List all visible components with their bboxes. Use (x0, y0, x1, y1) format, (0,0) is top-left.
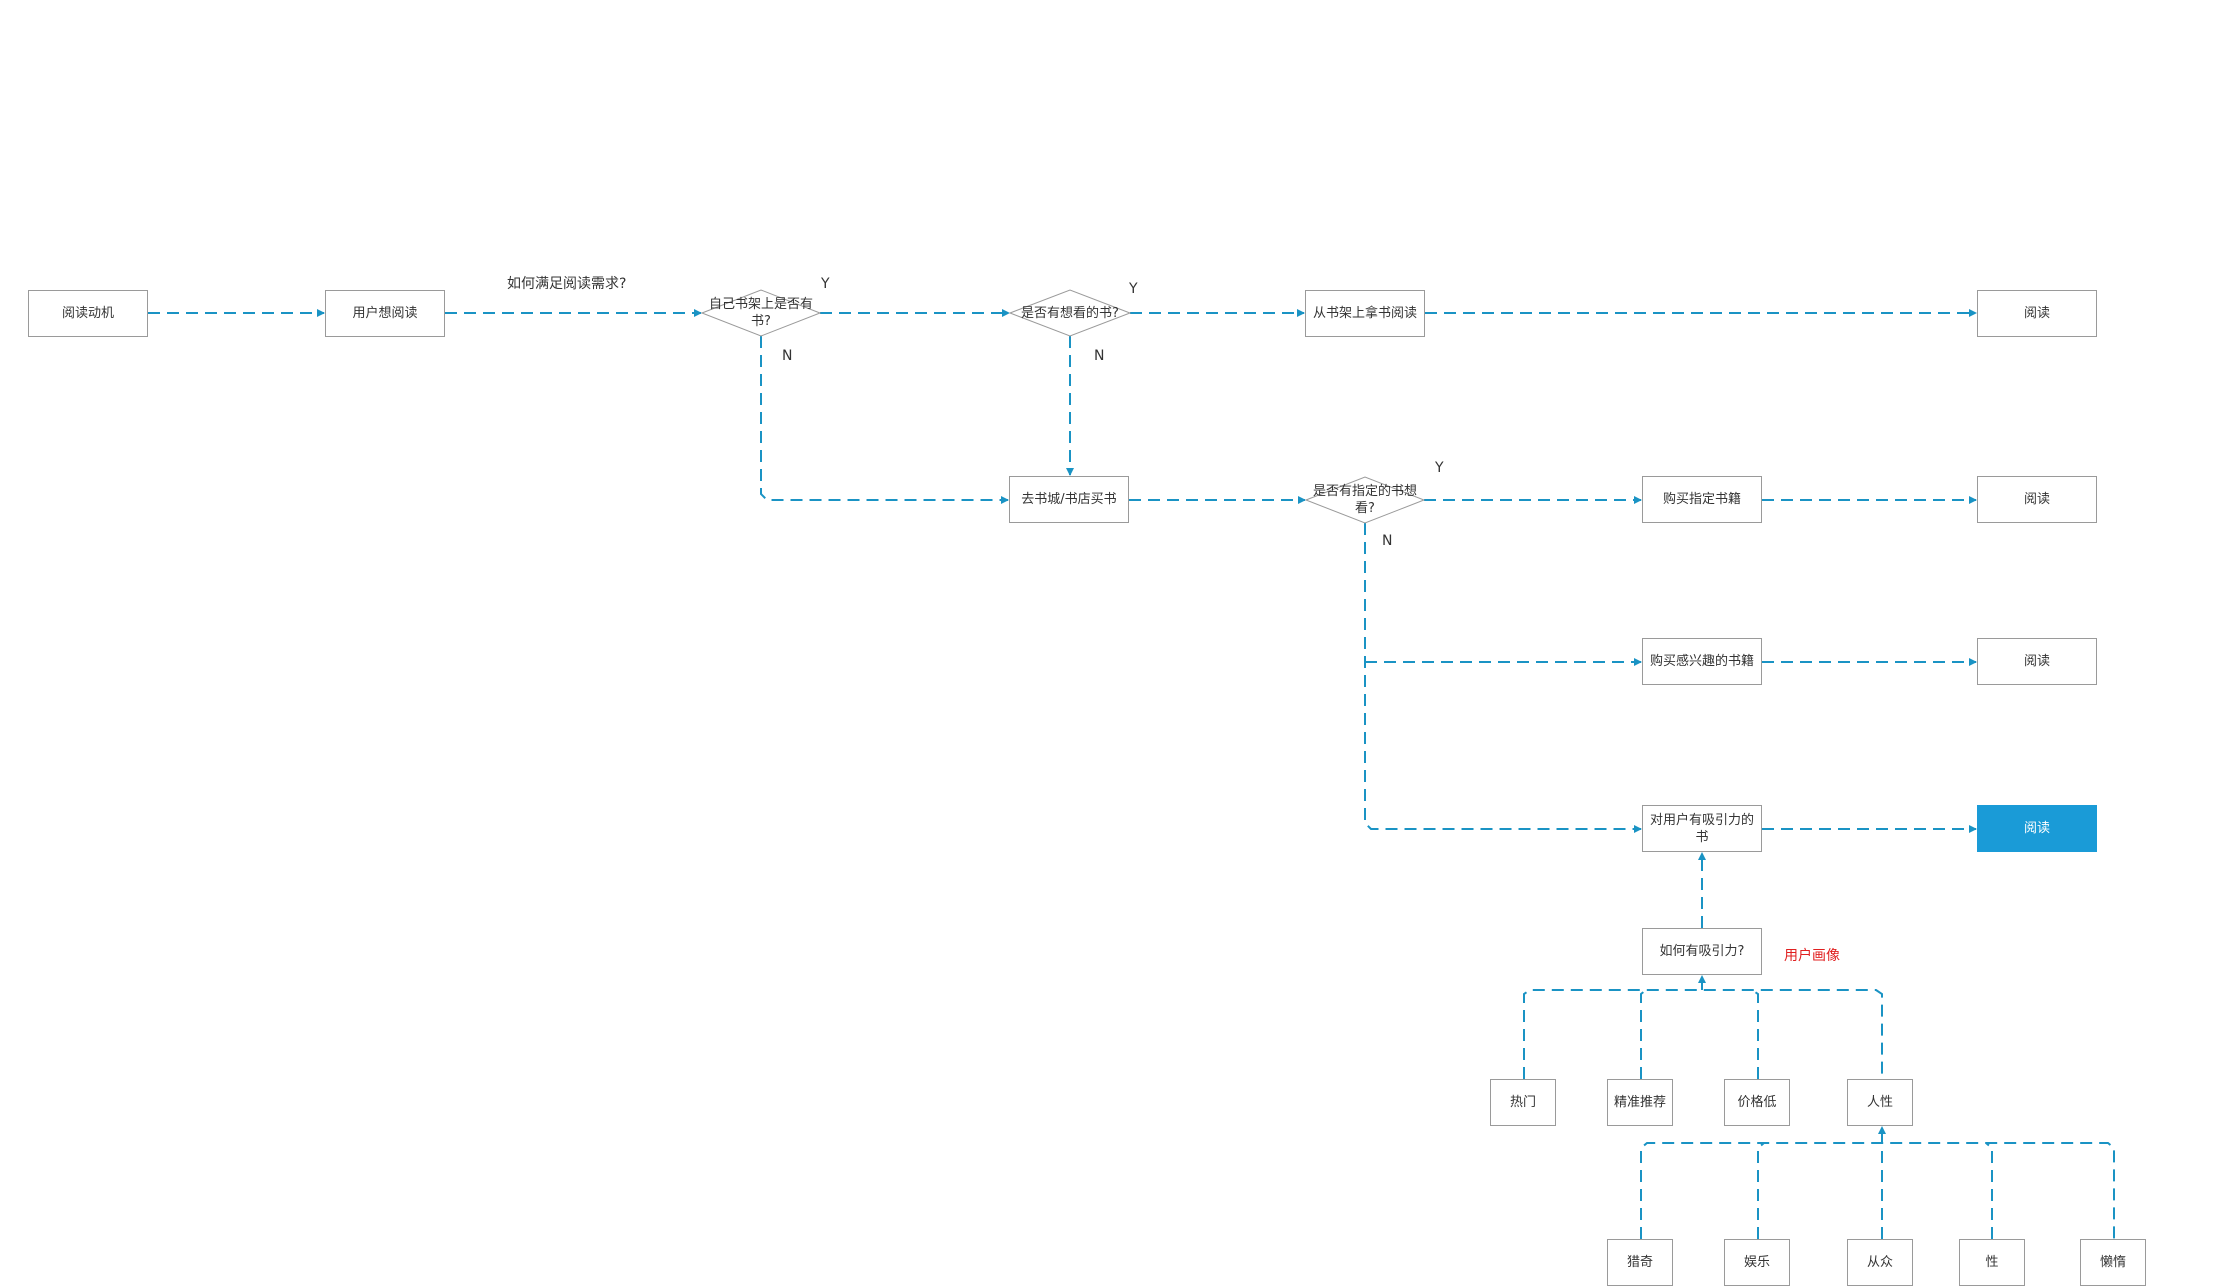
node-attractive-book[interactable]: 对用户有吸引力的书 (1642, 805, 1762, 852)
label-yes-1: Y (821, 276, 830, 292)
decision-want-book[interactable] (1008, 289, 1132, 337)
node-buy-specified[interactable]: 购买指定书籍 (1642, 476, 1762, 523)
decision-want-book-label[interactable]: 是否有想看的书? (1021, 305, 1119, 321)
node-read-2[interactable]: 阅读 (1977, 476, 2097, 523)
decision-specified-book-label[interactable]: 是否有指定的书想看? (1312, 484, 1417, 516)
label-no-2: N (1094, 348, 1105, 364)
edge-nature-sex (1985, 1142, 1993, 1239)
edge-specified-no-trunk (1364, 523, 1642, 833)
label-user-portrait: 用户画像 (1784, 948, 1840, 964)
edge-factor-price (1751, 989, 1759, 1079)
node-curiosity[interactable]: 猎奇 (1607, 1239, 1673, 1286)
label-how-satisfy: 如何满足阅读需求? (507, 276, 627, 292)
decision-own-book-label[interactable]: 自己书架上是否有书? (708, 297, 813, 329)
edge-factor-bus (1523, 989, 1883, 1079)
edge-factor-precise (1640, 989, 1647, 1079)
node-buy-interest[interactable]: 购买感兴趣的书籍 (1642, 638, 1762, 685)
node-human-nature[interactable]: 人性 (1847, 1079, 1913, 1126)
node-precise-rec[interactable]: 精准推荐 (1607, 1079, 1673, 1126)
node-read-4[interactable]: 阅读 (1977, 805, 2097, 852)
node-read-1[interactable]: 阅读 (1977, 290, 2097, 337)
decision-own-book[interactable] (700, 289, 822, 337)
node-motive[interactable]: 阅读动机 (28, 290, 148, 337)
label-yes-2: Y (1129, 281, 1138, 297)
node-from-shelf[interactable]: 从书架上拿书阅读 (1305, 290, 1425, 337)
label-yes-3: Y (1435, 460, 1444, 476)
node-popular[interactable]: 热门 (1490, 1079, 1556, 1126)
edge-nature-entertainment (1757, 1142, 1765, 1239)
node-want-read[interactable]: 用户想阅读 (325, 290, 445, 337)
label-no-1: N (782, 348, 793, 364)
node-entertainment[interactable]: 娱乐 (1724, 1239, 1790, 1286)
node-laziness[interactable]: 懒惰 (2080, 1239, 2146, 1286)
node-read-3[interactable]: 阅读 (1977, 638, 2097, 685)
node-conformity[interactable]: 从众 (1847, 1239, 1913, 1286)
node-how-attractive[interactable]: 如何有吸引力? (1642, 928, 1762, 975)
node-sex[interactable]: 性 (1959, 1239, 2025, 1286)
edge-own-no-to-store (760, 336, 1009, 504)
label-no-3: N (1382, 533, 1393, 549)
node-go-store[interactable]: 去书城/书店买书 (1009, 476, 1129, 523)
edge-nature-bus (1640, 1142, 2115, 1239)
node-low-price[interactable]: 价格低 (1724, 1079, 1790, 1126)
decision-specified-book[interactable] (1304, 476, 1426, 524)
